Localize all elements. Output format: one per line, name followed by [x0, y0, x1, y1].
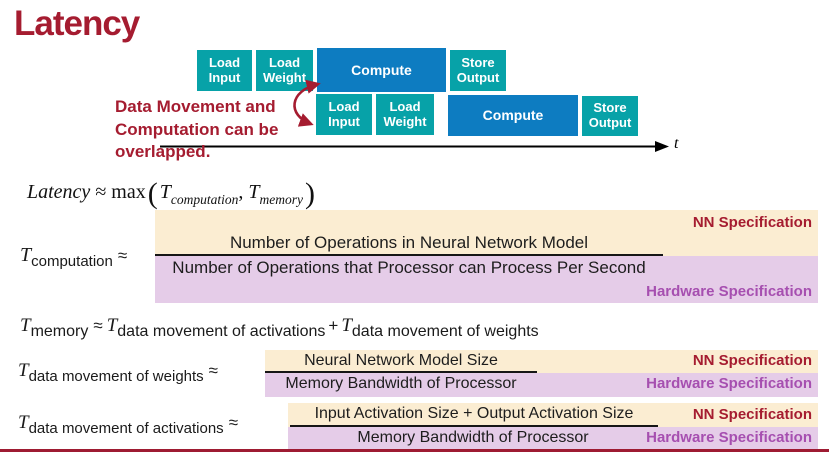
timeline-box-load-weight-row2: Load Weight — [376, 94, 434, 135]
plus-symbol: + — [328, 316, 339, 335]
activations-hw-spec-label: Hardware Specification — [646, 429, 812, 446]
computation-nn-band — [155, 210, 818, 256]
timeline-box-store-output-row1: Store Output — [450, 50, 506, 91]
overlap-note-line2: Computation can be — [115, 119, 279, 139]
weights-nn-spec-label: NN Specification — [692, 352, 812, 369]
t-activations-subscript: data movement of activations — [28, 420, 224, 437]
weights-hw-band — [265, 373, 818, 397]
slide-bottom-rule — [0, 449, 829, 452]
t-weights-base: T — [18, 360, 29, 381]
weights-nn-band — [265, 350, 818, 373]
t-activations-subscript: data movement of activations — [117, 323, 326, 340]
weights-hw-spec-label: Hardware Specification — [646, 375, 812, 392]
t-weights-subscript: data movement of weights — [351, 323, 539, 340]
comma: , — [238, 181, 244, 203]
computation-nn-spec-label: NN Specification — [692, 214, 812, 231]
activations-fraction-line — [290, 425, 658, 427]
t-activations-base: T — [18, 412, 29, 433]
page-title: Latency — [14, 4, 140, 43]
overlap-note-line3: overlapped. — [115, 142, 211, 162]
weights-fraction-line — [265, 371, 537, 373]
t-computation-base: T — [159, 181, 171, 203]
timeline-box-store-output-row2: Store Output — [582, 96, 638, 136]
t-memory-base: T — [248, 181, 260, 203]
latency-formula-lhs: Latency — [27, 181, 91, 203]
t-computation-base: T — [20, 244, 32, 266]
timeline-box-compute-row2: Compute — [448, 95, 578, 136]
computation-denominator: Number of Operations that Processor can … — [172, 258, 646, 277]
open-paren: ( — [147, 177, 158, 210]
overlap-note-line1: Data Movement and — [115, 97, 276, 116]
t-activations-label: Tdata movement of activations≈ — [18, 412, 238, 437]
t-weights-label: Tdata movement of weights≈ — [18, 360, 218, 385]
max-operator: max — [111, 181, 146, 203]
t-computation-label: Tcomputation≈ — [20, 244, 127, 270]
t-activations-base: T — [106, 315, 118, 336]
computation-hw-spec-label: Hardware Specification — [646, 283, 812, 300]
activations-numerator: Input Activation Size + Output Activatio… — [314, 405, 634, 422]
timeline-box-load-input-row1: Load Input — [197, 50, 252, 91]
t-computation-subscript: computation — [31, 253, 113, 270]
t-memory-subscript: memory — [259, 192, 303, 207]
time-axis-arrowhead-icon — [655, 141, 669, 152]
timeline-box-load-input-row2: Load Input — [316, 94, 372, 135]
approx-symbol: ≈ — [95, 181, 107, 203]
t-computation-subscript: computation — [170, 192, 239, 207]
t-weights-base: T — [341, 315, 352, 336]
activations-denominator: Memory Bandwidth of Processor — [357, 429, 589, 446]
t-weights-subscript: data movement of weights — [28, 368, 204, 385]
computation-numerator: Number of Operations in Neural Network M… — [229, 233, 589, 252]
t-memory-formula: Tmemory≈ Tdata movement of activations+T… — [20, 315, 539, 341]
overlap-note: Data Movement and Computation can be ove… — [115, 96, 278, 164]
activations-nn-spec-label: NN Specification — [692, 406, 812, 423]
approx-symbol: ≈ — [208, 361, 219, 380]
approx-symbol: ≈ — [228, 413, 239, 432]
approx-symbol: ≈ — [117, 246, 128, 265]
computation-fraction-line — [155, 254, 663, 256]
approx-symbol: ≈ — [93, 316, 103, 335]
activations-nn-band — [288, 403, 818, 427]
weights-denominator: Memory Bandwidth of Processor — [285, 375, 517, 392]
weights-numerator: Neural Network Model Size — [304, 352, 498, 369]
t-memory-base: T — [20, 315, 31, 336]
latency-formula: Latency≈max(Tcomputation, Tmemory) — [27, 177, 317, 211]
timeline-box-compute-row1: Compute — [317, 48, 446, 92]
activations-hw-band — [288, 427, 818, 449]
computation-hw-band — [155, 256, 818, 303]
time-axis-label: t — [674, 135, 679, 152]
timeline-box-load-weight-row1: Load Weight — [256, 50, 313, 91]
close-paren: ) — [304, 177, 315, 210]
t-memory-subscript: memory — [30, 323, 89, 340]
